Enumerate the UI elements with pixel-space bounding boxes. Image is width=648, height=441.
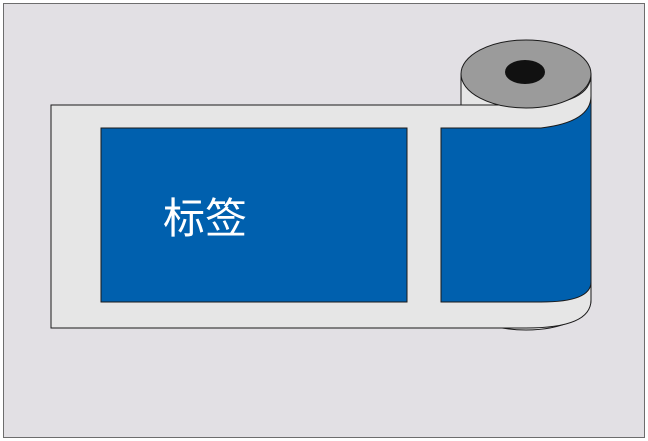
label-2-wrapping [440,95,592,303]
label-text: 标签 [163,194,247,243]
label-1 [100,127,408,303]
roll-core-hole [505,60,545,84]
